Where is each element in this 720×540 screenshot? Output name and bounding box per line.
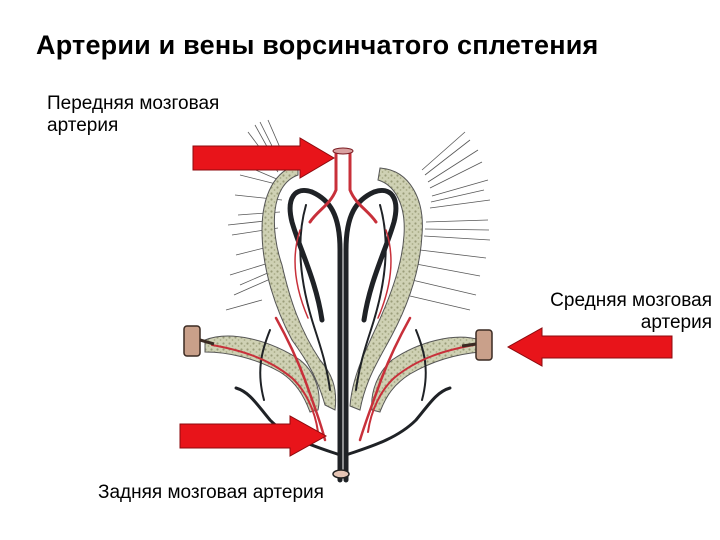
- great-cerebral-vein-cut: [332, 469, 350, 479]
- right-fiber-fringe: [409, 131, 491, 311]
- veins: [234, 188, 452, 483]
- right-lower-plexus: [371, 336, 481, 413]
- label-posterior-cerebral-artery: Задняя мозговая артерия: [98, 482, 324, 503]
- label-anterior-cerebral-artery: Передняя мозговая артерия: [47, 93, 220, 136]
- label-middle-cerebral-artery: Средняя мозговая артерия: [550, 290, 712, 333]
- arteries: [211, 150, 475, 442]
- arrow-right-icon: [179, 415, 328, 457]
- left-plexus-body: [261, 164, 337, 411]
- left-fiber-fringe: [225, 119, 289, 311]
- right-vessel-stump: [475, 329, 493, 361]
- left-lower-plexus: [204, 335, 320, 413]
- anterior-artery-tips: [332, 147, 354, 155]
- diagram-title: Артерии и вены ворсинчатого сплетения: [36, 30, 599, 60]
- arrow-left-icon: [506, 327, 673, 367]
- arrow-right-icon: [192, 137, 335, 179]
- right-plexus-body: [349, 167, 423, 411]
- left-vessel-stump: [183, 325, 201, 357]
